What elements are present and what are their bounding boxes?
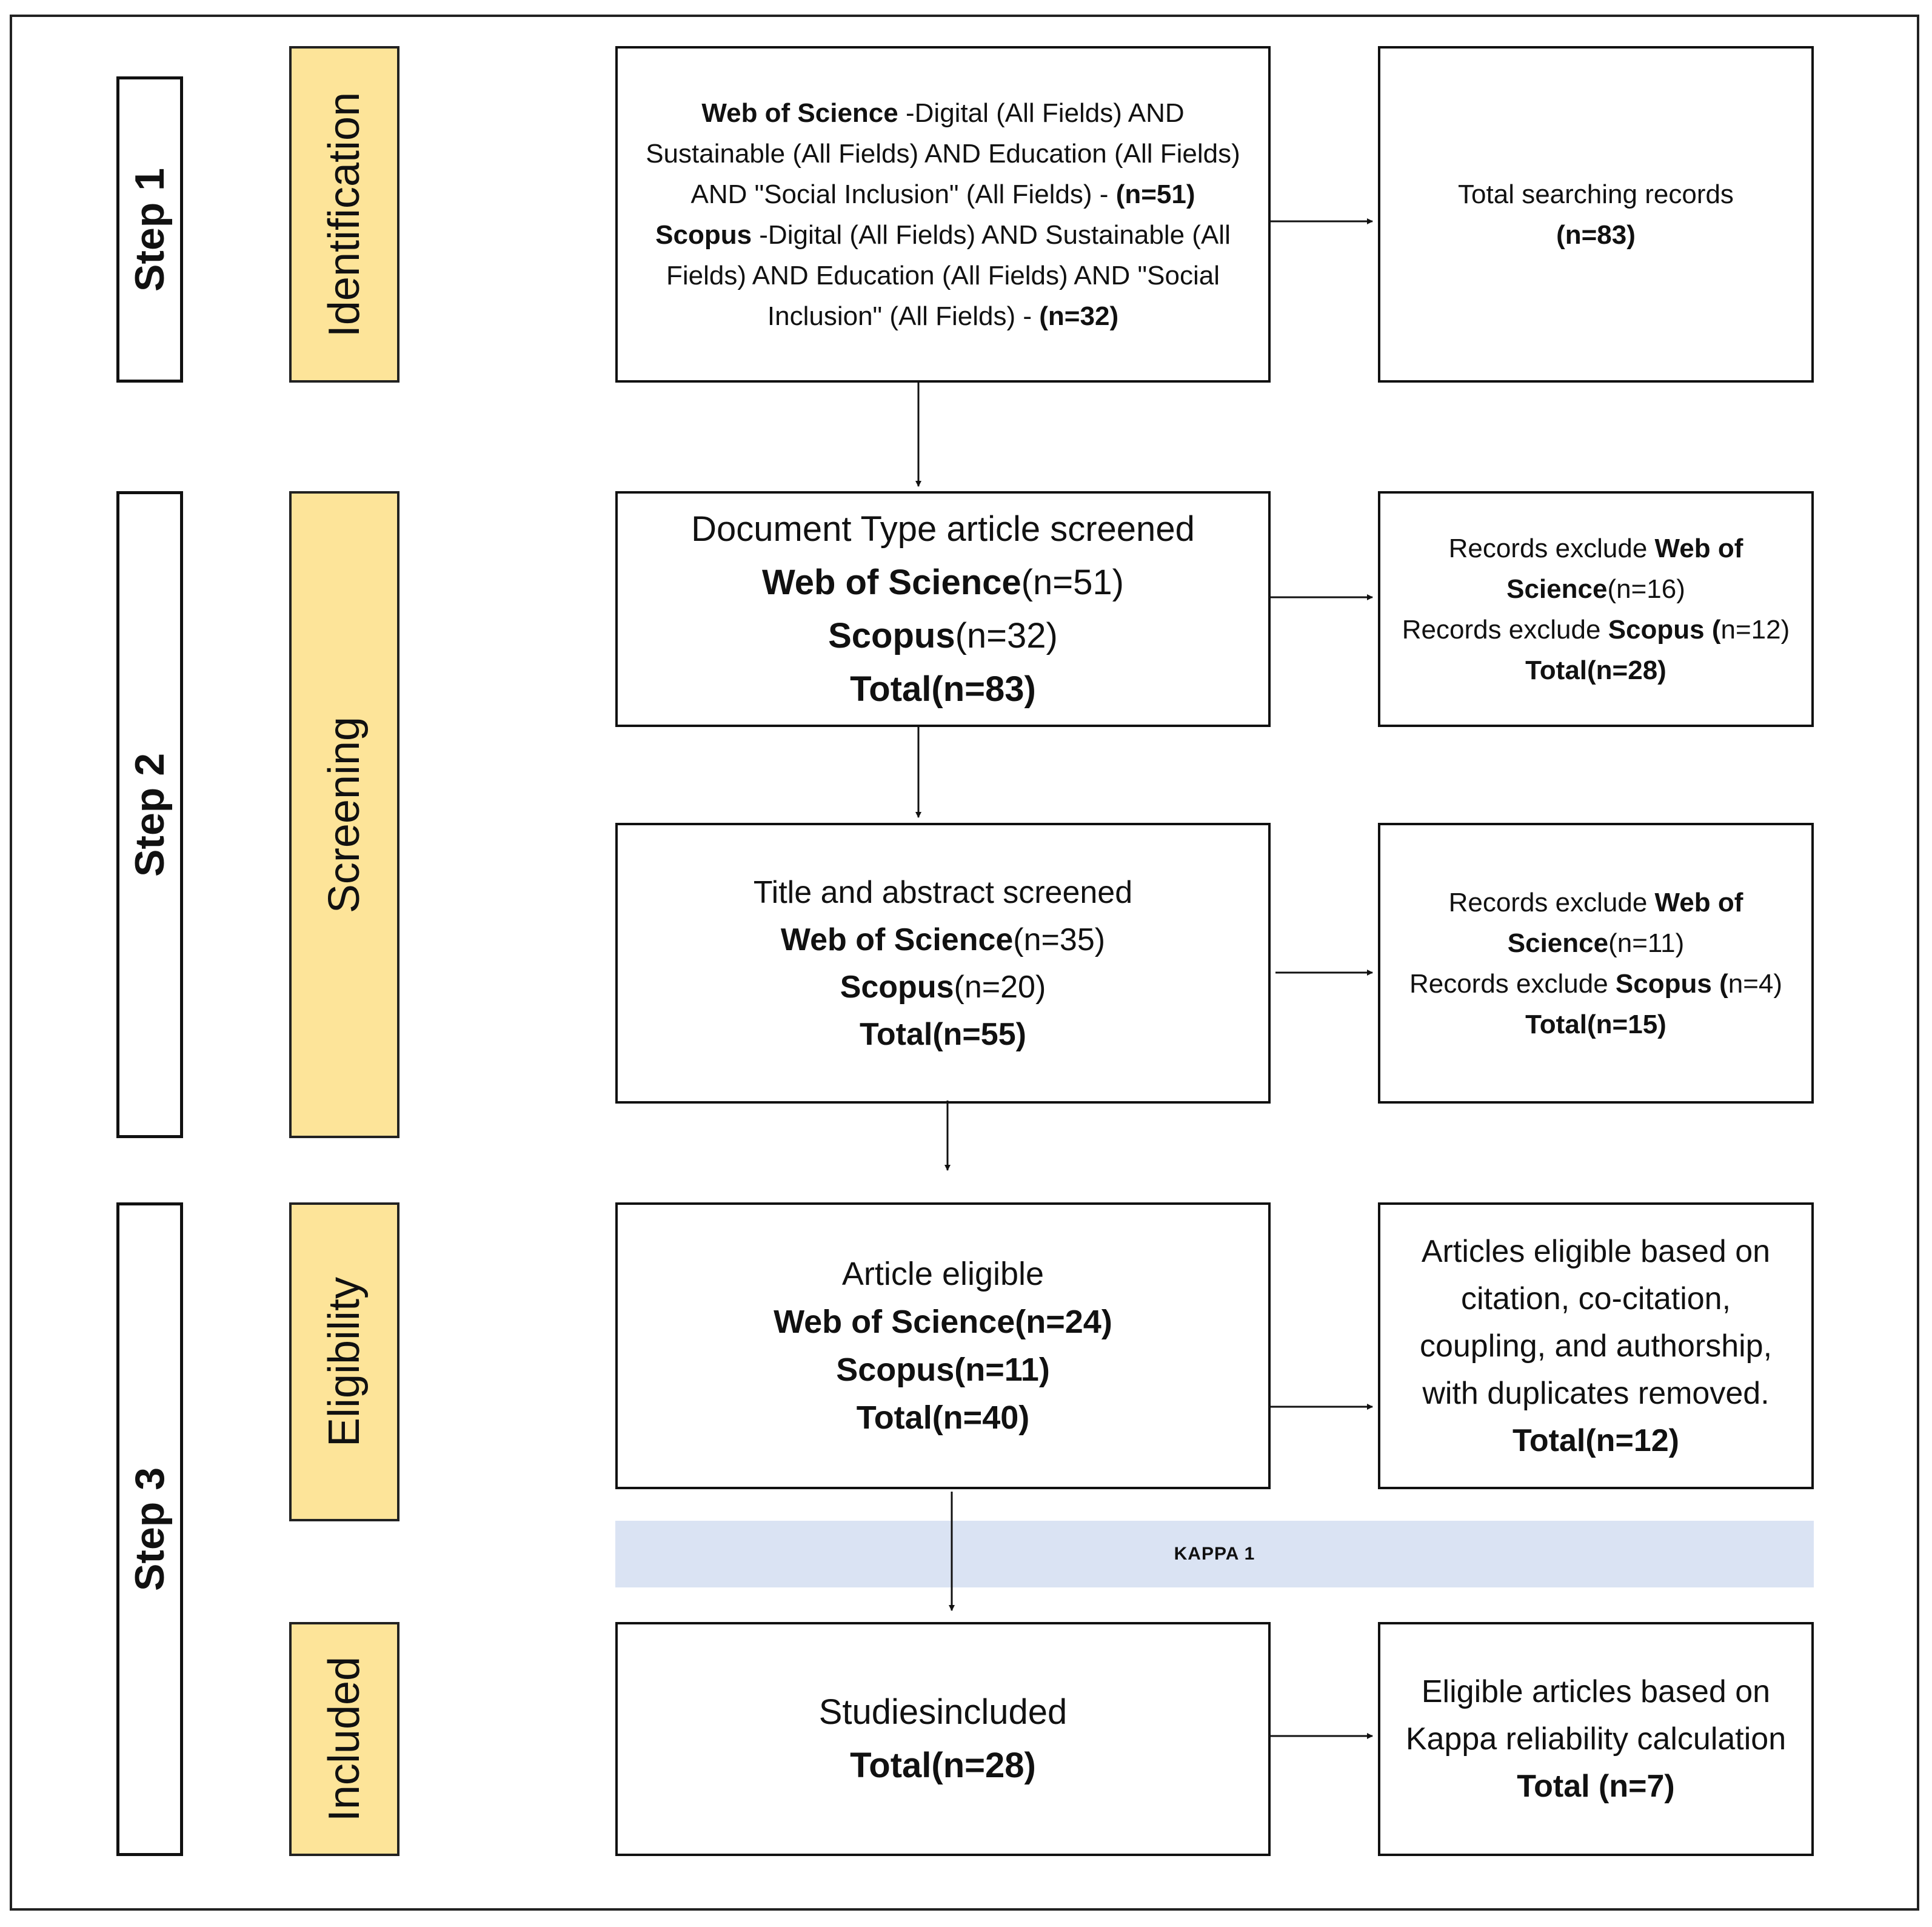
- eligibility-total: Total(n=40): [856, 1399, 1030, 1436]
- eligibility-side-text: Articles eligible based on citation, co-…: [1419, 1233, 1773, 1411]
- phase-included: Included: [289, 1622, 399, 1856]
- phase-screening: Screening: [289, 491, 399, 1138]
- included-title: Studiesincluded: [818, 1692, 1068, 1732]
- step-1-box: Step 1: [116, 76, 183, 383]
- included-total: Total(n=28): [850, 1746, 1036, 1785]
- title-abstract-excluded-box: Records exclude Web of Science(n=11) Rec…: [1378, 823, 1814, 1104]
- wos-search-query: Web of Science -Digital (All Fields) AND…: [646, 98, 1240, 209]
- title-abstract-wos: Web of Science(n=35): [780, 922, 1106, 957]
- excluded-wos-title: Records exclude Web of Science(n=11): [1448, 887, 1743, 958]
- eligibility-wos: Web of Science(n=24): [774, 1303, 1112, 1340]
- eligibility-side-total: Total(n=12): [1513, 1423, 1679, 1458]
- total-records-box: Total searching records (n=83): [1378, 46, 1814, 383]
- total-records-label: Total searching records: [1458, 179, 1734, 209]
- excluded-wos-doc: Records exclude Web of Science(n=16): [1448, 533, 1743, 604]
- identification-search-box: Web of Science -Digital (All Fields) AND…: [615, 46, 1271, 383]
- eligibility-side-box: Articles eligible based on citation, co-…: [1378, 1202, 1814, 1489]
- phase-eligibility: Eligibility: [289, 1202, 399, 1521]
- kappa-band: KAPPA 1: [615, 1521, 1814, 1587]
- eligibility-box: Article eligible Web of Science(n=24) Sc…: [615, 1202, 1271, 1489]
- document-type-wos: Web of Science(n=51): [762, 562, 1124, 602]
- title-abstract-scopus: Scopus(n=20): [840, 969, 1046, 1005]
- title-abstract-total: Total(n=55): [860, 1016, 1026, 1052]
- total-records-count: (n=83): [1556, 220, 1636, 250]
- document-type-total: Total(n=83): [850, 669, 1036, 709]
- excluded-scopus-title: Records exclude Scopus (n=4): [1409, 968, 1783, 999]
- excluded-scopus-doc: Records exclude Scopus (n=12): [1402, 614, 1790, 645]
- excluded-total-title: Total(n=15): [1525, 1009, 1666, 1039]
- title-abstract-title: Title and abstract screened: [753, 874, 1133, 910]
- document-type-title: Document Type article screened: [691, 509, 1195, 549]
- title-abstract-box: Title and abstract screened Web of Scien…: [615, 823, 1271, 1104]
- document-type-box: Document Type article screened Web of Sc…: [615, 491, 1271, 727]
- included-side-text: Eligible articles based on Kappa reliabi…: [1405, 1674, 1787, 1757]
- step-3-box: Step 3: [116, 1202, 183, 1856]
- included-box: Studiesincluded Total(n=28): [615, 1622, 1271, 1856]
- included-side-total: Total (n=7): [1517, 1769, 1675, 1804]
- diagram-frame: [10, 15, 1919, 1911]
- document-type-excluded-box: Records exclude Web of Science(n=16) Rec…: [1378, 491, 1814, 727]
- eligibility-scopus: Scopus(n=11): [836, 1351, 1050, 1388]
- phase-identification: Identification: [289, 46, 399, 383]
- eligibility-title: Article eligible: [841, 1255, 1045, 1292]
- excluded-total-doc: Total(n=28): [1525, 655, 1666, 685]
- step-2-box: Step 2: [116, 491, 183, 1138]
- document-type-scopus: Scopus(n=32): [828, 615, 1058, 655]
- included-side-box: Eligible articles based on Kappa reliabi…: [1378, 1622, 1814, 1856]
- scopus-search-query: Scopus -Digital (All Fields) AND Sustain…: [655, 220, 1231, 331]
